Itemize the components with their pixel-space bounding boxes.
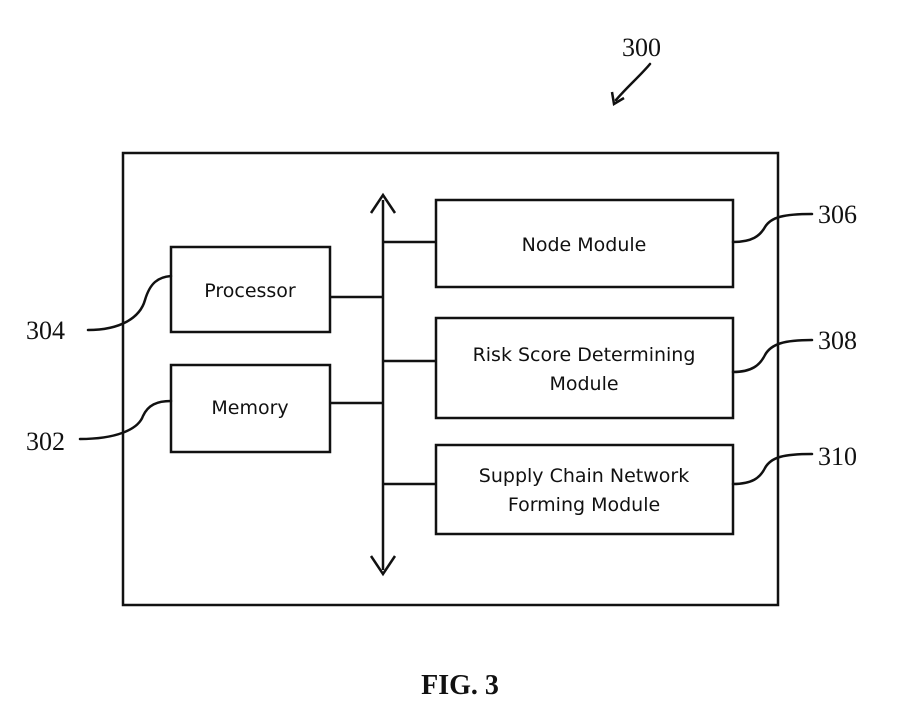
supply-chain-module-reference-number: 310 — [818, 442, 857, 471]
risk-score-module-reference-number: 308 — [818, 326, 857, 355]
node-module-label: Node Module — [522, 234, 647, 256]
memory-reference-number: 302 — [26, 427, 65, 456]
memory-label: Memory — [211, 397, 288, 419]
figure-reference-arrow — [616, 64, 650, 100]
figure-caption: FIG. 3 — [421, 670, 499, 701]
supply-chain-module-label-line2: Forming Module — [508, 494, 660, 516]
risk-score-module-box — [436, 318, 733, 418]
processor-reference-number: 304 — [26, 316, 65, 345]
risk-score-module-label-line2: Module — [549, 373, 618, 395]
node-module-reference-number: 306 — [818, 200, 857, 229]
supply-chain-module-label-line1: Supply Chain Network — [479, 465, 689, 487]
risk-score-module-label-line1: Risk Score Determining — [473, 344, 696, 366]
figure-reference-number: 300 — [622, 33, 661, 62]
supply-chain-module-box — [436, 445, 733, 534]
processor-label: Processor — [204, 280, 296, 302]
